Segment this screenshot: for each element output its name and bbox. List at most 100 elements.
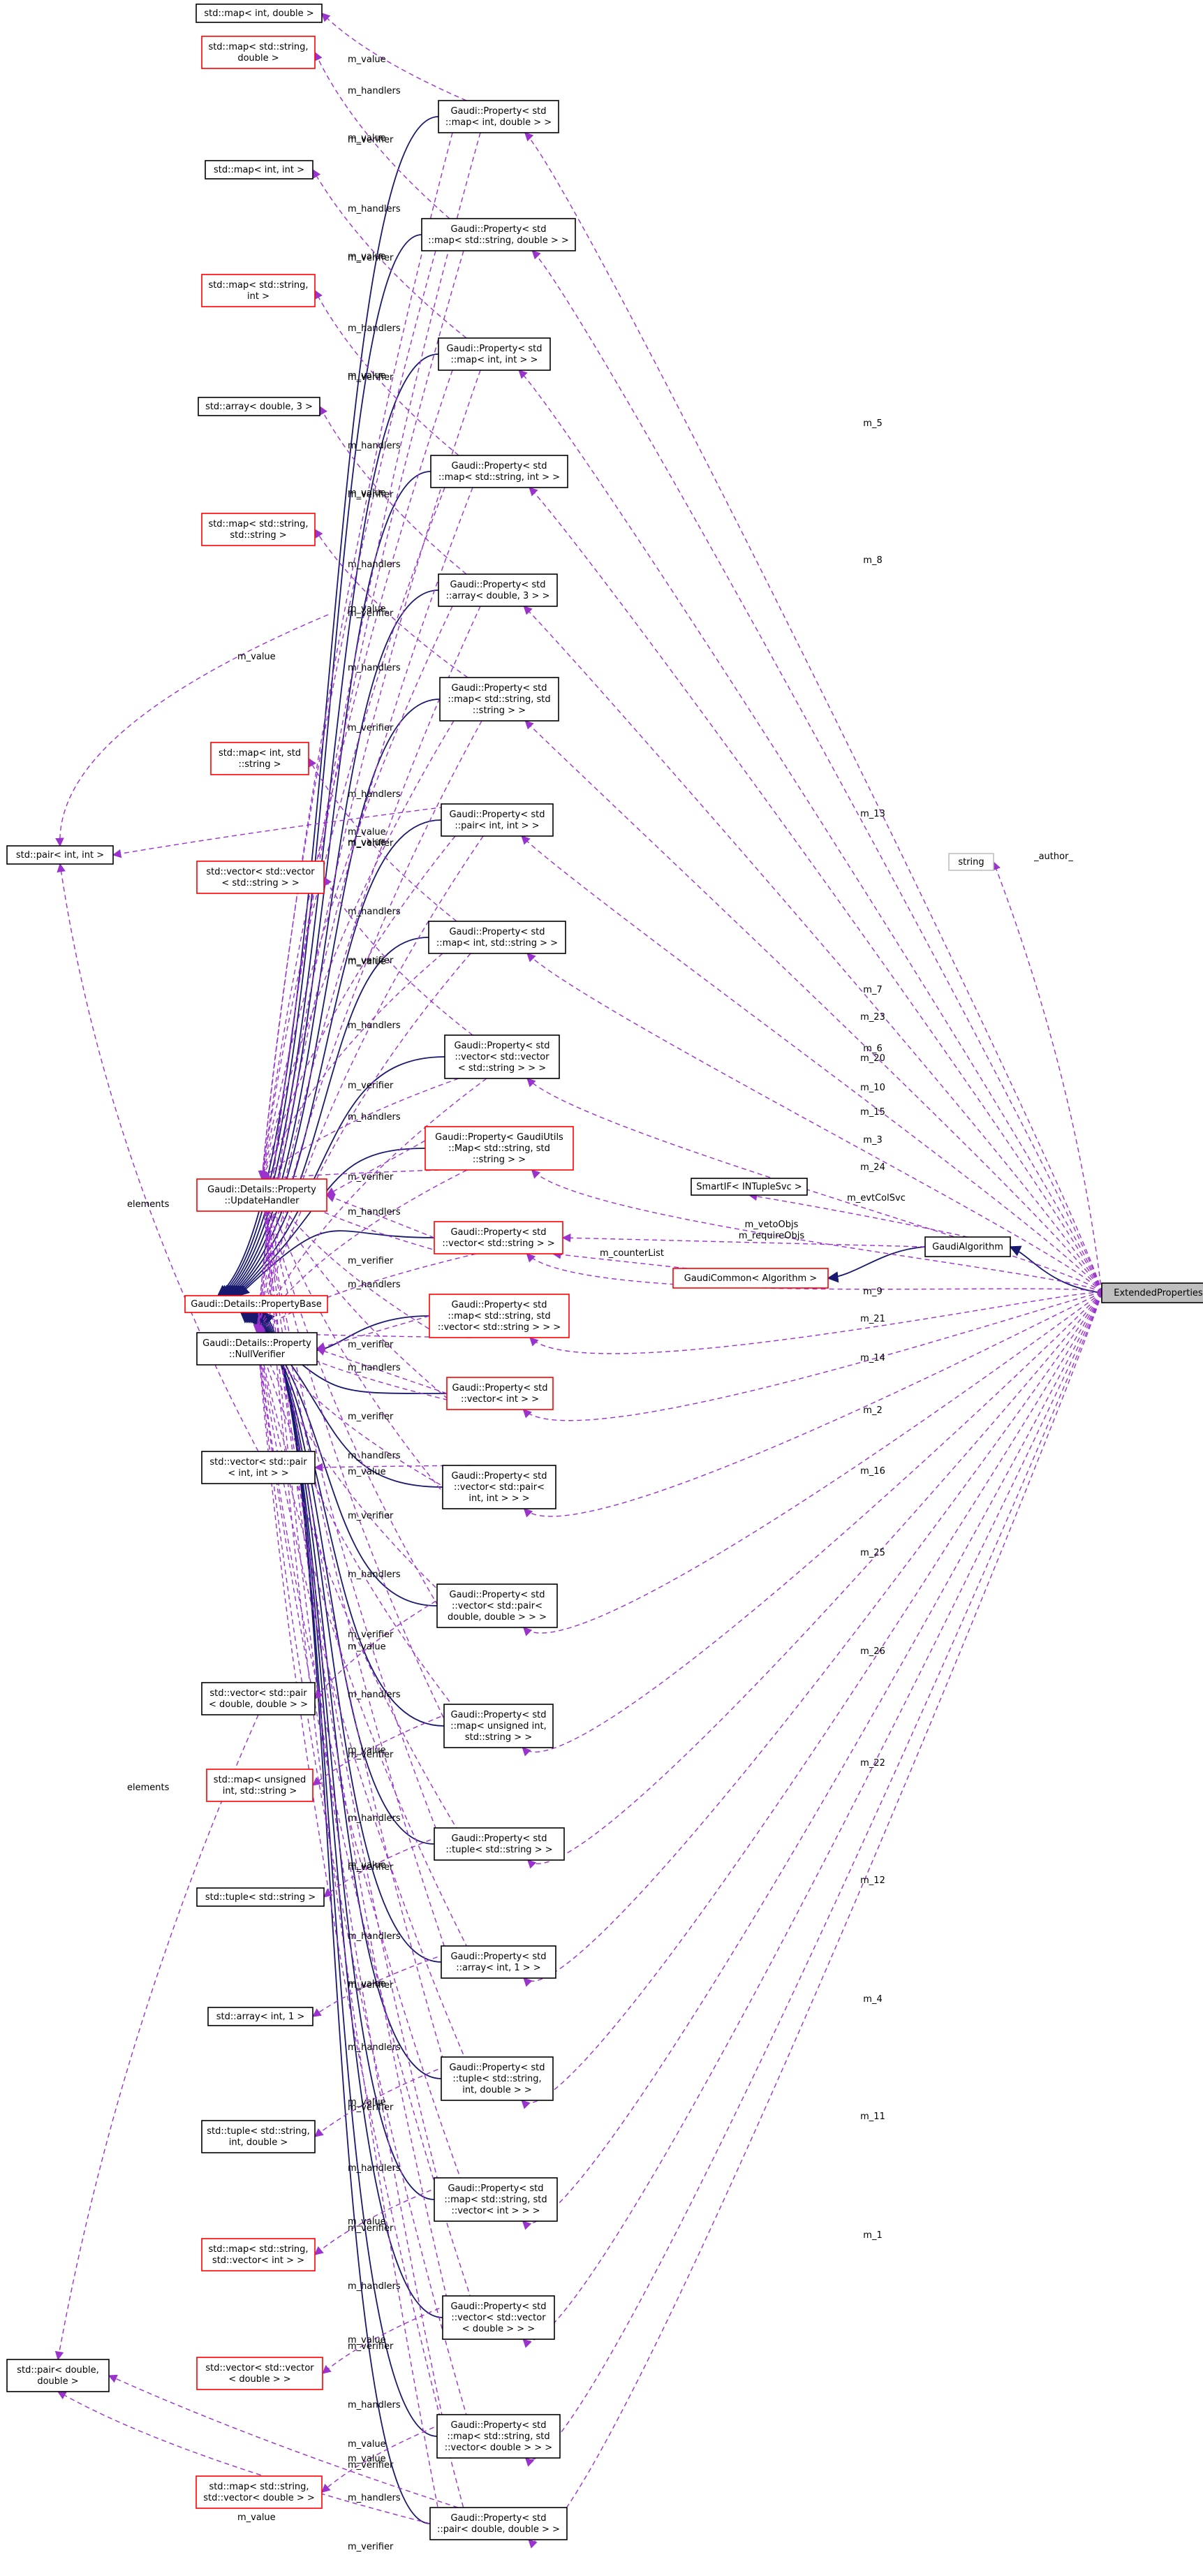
member-edge-label: m_6	[863, 1044, 882, 1054]
class-node-p_map_int_str[interactable]: Gaudi::Property< std::map< int, std::str…	[428, 921, 566, 954]
handlers-label: m_handlers	[348, 2281, 401, 2292]
member-edge-label: m_21	[860, 1314, 885, 1324]
verifier-edge	[254, 953, 471, 1334]
class-name-line: ::map< int, int > >	[451, 355, 538, 365]
class-node-p_vec_int[interactable]: Gaudi::Property< std::vector< int > >	[446, 1377, 554, 1410]
class-name-line: double >	[237, 53, 279, 64]
class-node-t_map_str_str[interactable]: std::map< std::string,std::string >	[201, 513, 316, 546]
class-node-t_map_str_dbl[interactable]: std::map< std::string,double >	[201, 36, 316, 69]
verifier-label: m_verifier	[348, 956, 394, 966]
class-node-t_vec_pair_ii[interactable]: std::vector< std::pair< int, int > >	[201, 1451, 316, 1484]
class-node-p_arr_i1[interactable]: Gaudi::Property< std::array< int, 1 > >	[441, 1945, 556, 1979]
class-name-line: ::vector< int > > >	[451, 2206, 540, 2216]
value-edge	[321, 13, 467, 101]
class-box	[201, 513, 316, 546]
class-box	[428, 921, 566, 954]
class-box	[446, 1377, 554, 1410]
member-edge	[526, 1078, 1102, 1294]
handlers-label: m_handlers	[348, 789, 401, 800]
value-label: m_value	[348, 1860, 386, 1871]
class-node-t_map_str_vi[interactable]: std::map< std::string,std::vector< int >…	[201, 2238, 316, 2271]
class-name-line: ::string > >	[473, 705, 526, 716]
class-node-t_map_int_str[interactable]: std::map< int, std::string >	[210, 742, 309, 775]
class-node-p_tuple_str[interactable]: Gaudi::Property< std::tuple< std::string…	[434, 1827, 565, 1861]
class-box	[442, 2295, 555, 2340]
class-node-p_vec_vec_d[interactable]: Gaudi::Property< std::vector< std::vecto…	[442, 2295, 555, 2340]
class-node-p_map_str_int[interactable]: Gaudi::Property< std::map< std::string, …	[430, 455, 568, 488]
class-name-line: std::vector< std::vector	[205, 2363, 314, 2373]
class-node-p_vec_pair_ii[interactable]: Gaudi::Property< std::vector< std::pair<…	[442, 1465, 556, 1509]
class-node-p_map_int_dbl[interactable]: Gaudi::Property< std::map< int, double >…	[438, 100, 559, 133]
class-node-updhandler[interactable]: Gaudi::Details::Property::UpdateHandler	[196, 1178, 327, 1212]
class-node-pbase[interactable]: Gaudi::Details::PropertyBase	[184, 1295, 328, 1313]
class-node-t_arr_d3[interactable]: std::array< double, 3 >	[198, 397, 320, 416]
class-node-p_gaudiutils[interactable]: Gaudi::Property< GaudiUtils::Map< std::s…	[425, 1126, 574, 1171]
class-name-line: double, double > > >	[448, 1612, 547, 1623]
class-node-t_tuple_sid[interactable]: std::tuple< std::string,int, double >	[201, 2120, 316, 2153]
class-node-string[interactable]: string	[948, 853, 994, 871]
verifier-label: m_verifier	[348, 1340, 394, 1350]
class-node-t_vec_pair_dd[interactable]: std::vector< std::pair< double, double >…	[201, 1682, 316, 1715]
class-name-line: std::vector< int > >	[212, 2255, 304, 2266]
class-name-line: ::map< int, std::string > >	[436, 938, 558, 949]
class-name-line: ::vector< std::pair<	[452, 1601, 543, 1611]
member-edge-label: m_14	[860, 1353, 885, 1363]
class-node-p_pair_ii[interactable]: Gaudi::Property< std::pair< int, int > >	[441, 803, 554, 837]
class-node-p_map_str_vstr[interactable]: Gaudi::Property< std::map< std::string, …	[429, 1294, 570, 1338]
class-node-p_vec_str[interactable]: Gaudi::Property< std::vector< std::strin…	[434, 1221, 563, 1254]
class-box	[201, 274, 316, 307]
class-node-p_map_int_int[interactable]: Gaudi::Property< std::map< int, int > >	[438, 337, 551, 371]
class-node-p_map_u_str[interactable]: Gaudi::Property< std::map< unsigned int,…	[443, 1704, 554, 1748]
class-node-p_map_str_dbl[interactable]: Gaudi::Property< std::map< std::string, …	[421, 218, 576, 251]
class-name-line: Gaudi::Property< std	[450, 1710, 546, 1720]
class-node-p_vec_vec_str[interactable]: Gaudi::Property< std::vector< std::vecto…	[444, 1034, 560, 1079]
class-node-t_map_int_dbl[interactable]: std::map< int, double >	[195, 3, 323, 23]
class-node-p_map_str_vi[interactable]: Gaudi::Property< std::map< std::string, …	[434, 2177, 558, 2222]
class-node-t_vec_vec_str[interactable]: std::vector< std::vector< std::string > …	[196, 861, 325, 894]
verifier-label: m_verifier	[348, 1172, 394, 1183]
class-name-line: SmartIF< INTupleSvc >	[696, 1182, 802, 1192]
verifier-label: m_verifier	[348, 2341, 394, 2352]
class-box	[196, 2357, 323, 2390]
handlers-edge	[258, 132, 453, 1180]
class-node-p_tuple_sid[interactable]: Gaudi::Property< std::tuple< std::string…	[441, 2056, 554, 2101]
member-edge	[527, 1292, 1102, 1869]
class-node-gaudicommon[interactable]: GaudiCommon< Algorithm >	[672, 1268, 829, 1289]
class-node-p_pair_dd[interactable]: Gaudi::Property< std::pair< double, doub…	[429, 2507, 568, 2540]
verifier-edge	[256, 1253, 477, 1333]
verifier-edge	[255, 1331, 487, 1748]
edges-layer	[54, 13, 1102, 2549]
class-node-p_vec_pair_dd[interactable]: Gaudi::Property< std::vector< std::pair<…	[436, 1583, 558, 1628]
class-name-line: int, int > > >	[468, 1493, 529, 1504]
class-node-extprops[interactable]: ExtendedProperties	[1101, 1282, 1203, 1303]
class-node-pair_dbl[interactable]: std::pair< double,double >	[6, 2359, 110, 2392]
class-node-t_map_str_int[interactable]: std::map< std::string,int >	[201, 274, 316, 307]
class-node-nullverifier[interactable]: Gaudi::Details::Property::NullVerifier	[196, 1332, 318, 1366]
class-name-line: std::string >	[230, 530, 286, 541]
member-edge	[531, 250, 1102, 1294]
class-node-t_map_str_vd[interactable]: std::map< std::string,std::vector< doubl…	[195, 2475, 323, 2509]
class-node-t_arr_i1[interactable]: std::array< int, 1 >	[207, 2007, 313, 2026]
value-label: m_value	[237, 652, 276, 662]
class-node-p_map_str_str[interactable]: Gaudi::Property< std::map< std::string, …	[439, 677, 559, 722]
class-node-t_tuple_str[interactable]: std::tuple< std::string >	[196, 1887, 325, 1907]
class-name-line: std::array< int, 1 >	[216, 2012, 305, 2022]
class-box	[201, 2120, 316, 2153]
class-box	[441, 1945, 556, 1979]
class-node-pair_int[interactable]: std::pair< int, int >	[6, 845, 114, 865]
class-node-t_map_int_int[interactable]: std::map< int, int >	[205, 160, 313, 180]
elements-label: elements	[127, 1783, 170, 1793]
author-label: _author_	[1033, 851, 1073, 862]
member-edge	[529, 1291, 1102, 1354]
value-edge	[314, 289, 459, 456]
handlers-label: m_handlers	[348, 1813, 401, 1824]
inheritance-edge	[237, 1230, 435, 1297]
class-node-p_map_str_vd[interactable]: Gaudi::Property< std::map< std::string, …	[436, 2414, 561, 2459]
inheritance-edge	[263, 1311, 431, 2524]
class-node-t_vec_vec_d[interactable]: std::vector< std::vector< double > >	[196, 2357, 323, 2390]
class-node-gaudialg[interactable]: GaudiAlgorithm	[924, 1236, 1011, 1257]
class-node-p_arr_d3[interactable]: Gaudi::Property< std::array< double, 3 >…	[438, 573, 558, 607]
class-node-smartif[interactable]: SmartIF< INTupleSvc >	[691, 1178, 808, 1196]
